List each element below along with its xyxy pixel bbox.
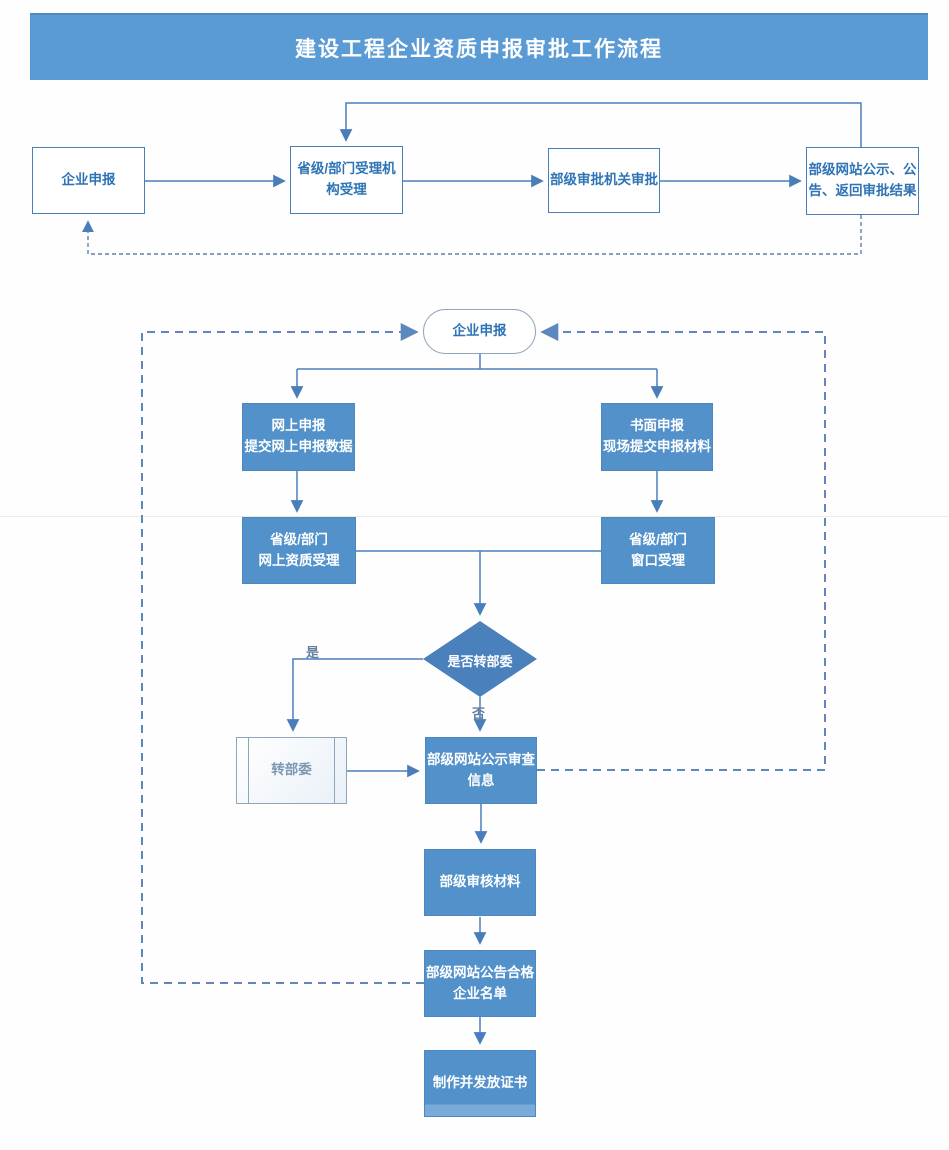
- node-online-application: 网上申报 提交网上申报数据: [242, 403, 355, 471]
- node-ministry-approval: 部级审批机关审批: [548, 148, 660, 213]
- node-ministry-publicity-review: 部级网站公示审查 信息: [425, 737, 537, 804]
- node-provincial-window-acceptance: 省级/部门 窗口受理: [601, 517, 715, 584]
- node-provincial-online-acceptance: 省级/部门 网上资质受理: [242, 517, 356, 584]
- flow-title-banner: 建设工程企业资质申报审批工作流程: [30, 13, 928, 80]
- node-transfer-to-ministry: 转部委: [236, 737, 347, 804]
- node-issue-certificate: 制作并发放证书: [424, 1050, 536, 1117]
- node-ministry-announce-qualified: 部级网站公告合格 企业名单: [424, 950, 536, 1017]
- node-ministry-publicity-result: 部级网站公示、公 告、返回审批结果: [806, 147, 919, 215]
- node-ministry-review-materials: 部级审核材料: [424, 849, 536, 916]
- page-break-line: [0, 516, 949, 517]
- node-enterprise-application: 企业申报: [32, 147, 145, 214]
- edge-label-yes: 是: [306, 645, 320, 660]
- node-paper-application: 书面申报 现场提交申报材料: [601, 403, 713, 471]
- decision-transfer-to-ministry-label: 是否转部委: [447, 654, 513, 669]
- node-start-enterprise-application: 企业申报: [423, 309, 536, 354]
- node-provincial-acceptance: 省级/部门受理机 构受理: [290, 146, 403, 214]
- flow-title: 建设工程企业资质申报审批工作流程: [295, 37, 663, 61]
- edge-label-no: 否: [472, 706, 486, 721]
